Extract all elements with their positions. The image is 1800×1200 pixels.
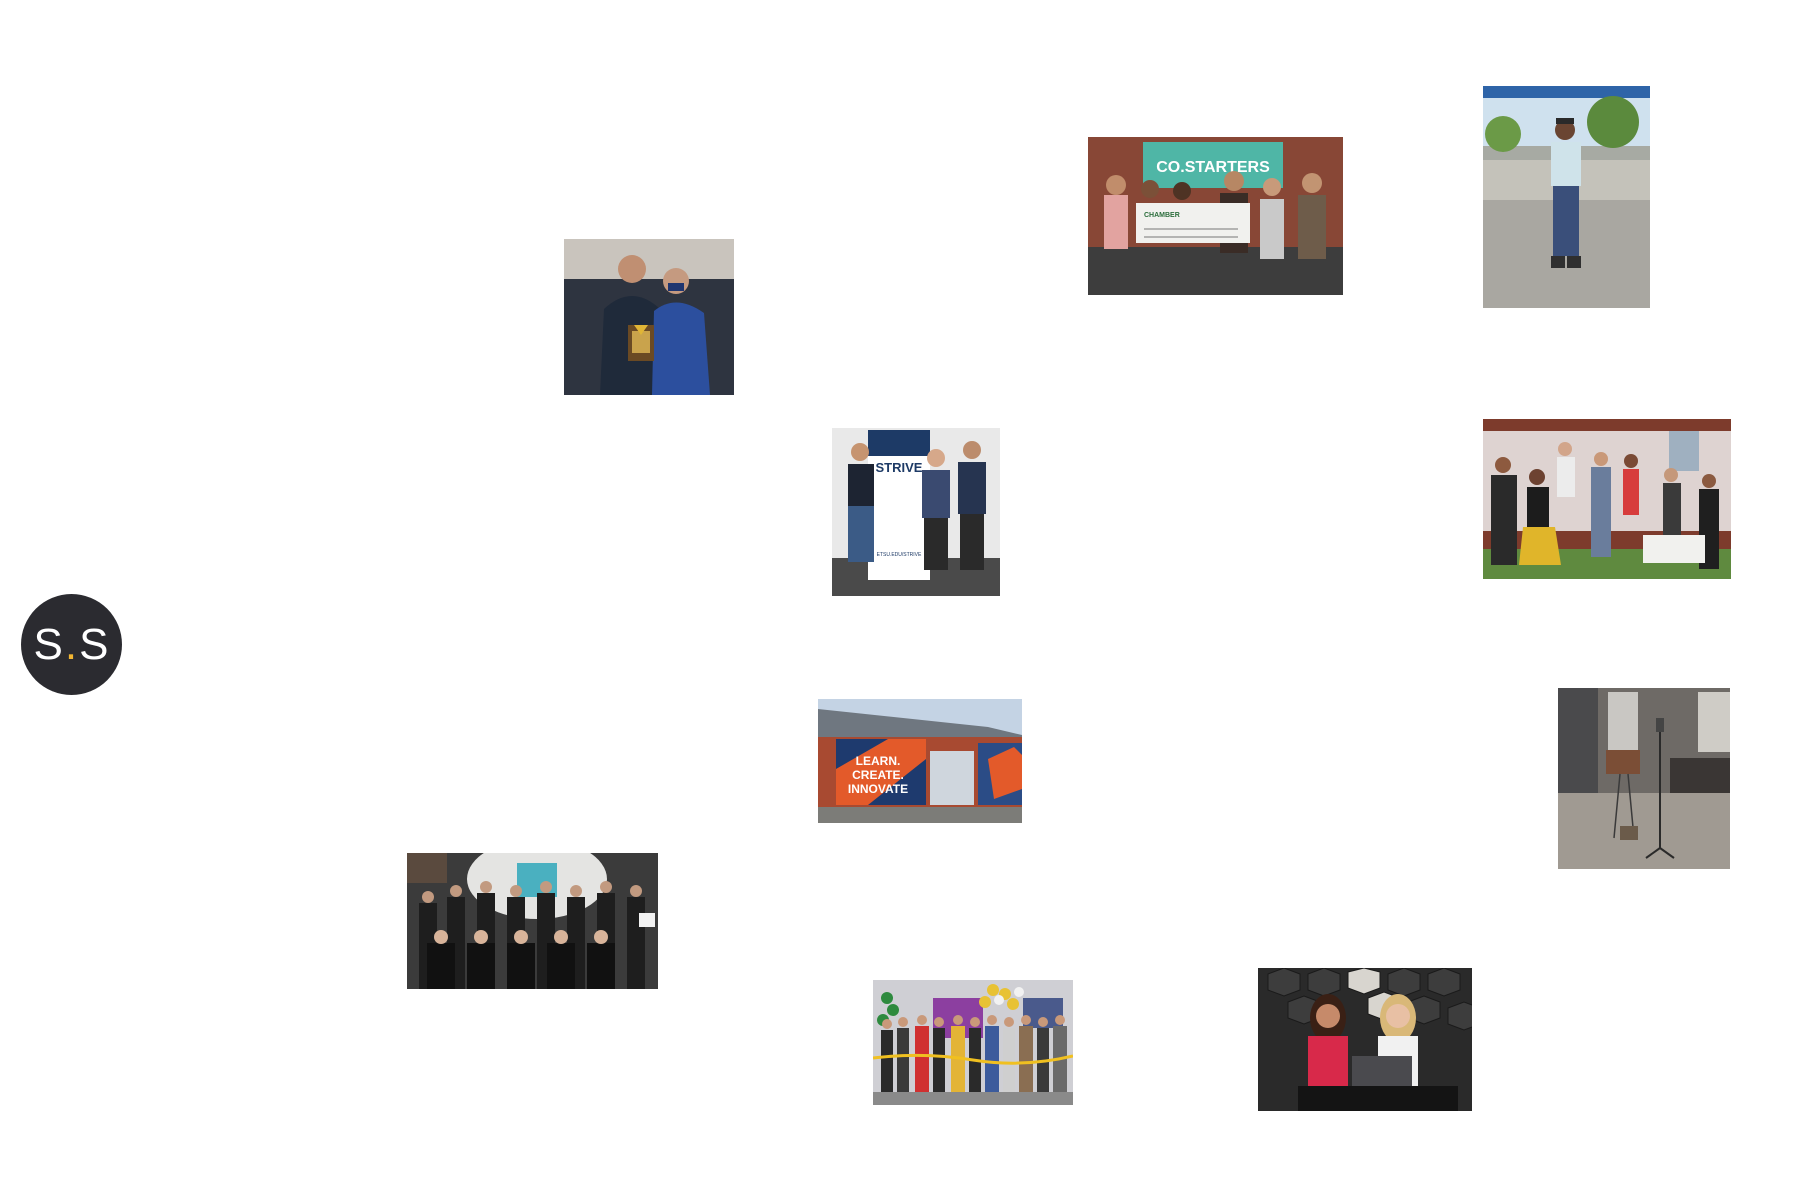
check-screen-text: CO.STARTERS	[1156, 159, 1270, 176]
photo-strive-handshake[interactable]: STRIVE ETSU.EDU/STRIVE	[832, 428, 1000, 596]
team-photo-image	[407, 853, 658, 989]
strive-photo-image: STRIVE ETSU.EDU/STRIVE	[832, 428, 1000, 596]
logo-monogram: S . S	[34, 620, 110, 670]
photo-building-mural[interactable]: LEARN. CREATE. INNOVATE	[818, 699, 1022, 823]
logo-letter-right: S	[79, 619, 110, 669]
mural-line-2: CREATE.	[852, 768, 904, 782]
mural-line-3: INNOVATE	[848, 782, 908, 796]
photo-two-women-laptop[interactable]	[1258, 968, 1472, 1111]
strive-banner-url: ETSU.EDU/STRIVE	[877, 552, 922, 558]
ribbon-photo-image	[873, 980, 1073, 1105]
boy-photo-image	[1483, 86, 1650, 308]
studio-photo-image	[1558, 688, 1730, 869]
check-chamber-text: CHAMBER	[1144, 212, 1180, 219]
laptop-photo-image	[1258, 968, 1472, 1111]
strive-banner-text: STRIVE	[876, 460, 923, 475]
photo-award-presentation[interactable]	[564, 239, 734, 395]
logo-dot: .	[64, 619, 79, 669]
group-red-photo-image	[1483, 419, 1731, 579]
logo-letter-left: S	[33, 619, 64, 669]
photo-team-group[interactable]	[407, 853, 658, 989]
building-photo-image: LEARN. CREATE. INNOVATE	[818, 699, 1022, 823]
photo-child-portrait[interactable]	[1483, 86, 1650, 308]
mural-line-1: LEARN.	[856, 754, 901, 768]
photo-ribbon-cutting[interactable]	[873, 980, 1073, 1105]
photo-studio-microphone[interactable]	[1558, 688, 1730, 869]
site-logo[interactable]: S . S	[21, 594, 122, 695]
photo-group-check-brick[interactable]	[1483, 419, 1731, 579]
award-photo-image	[564, 239, 734, 395]
check-photo-image: CO.STARTERS CHAMBER	[1088, 137, 1343, 295]
photo-check-presentation[interactable]: CO.STARTERS CHAMBER	[1088, 137, 1343, 295]
